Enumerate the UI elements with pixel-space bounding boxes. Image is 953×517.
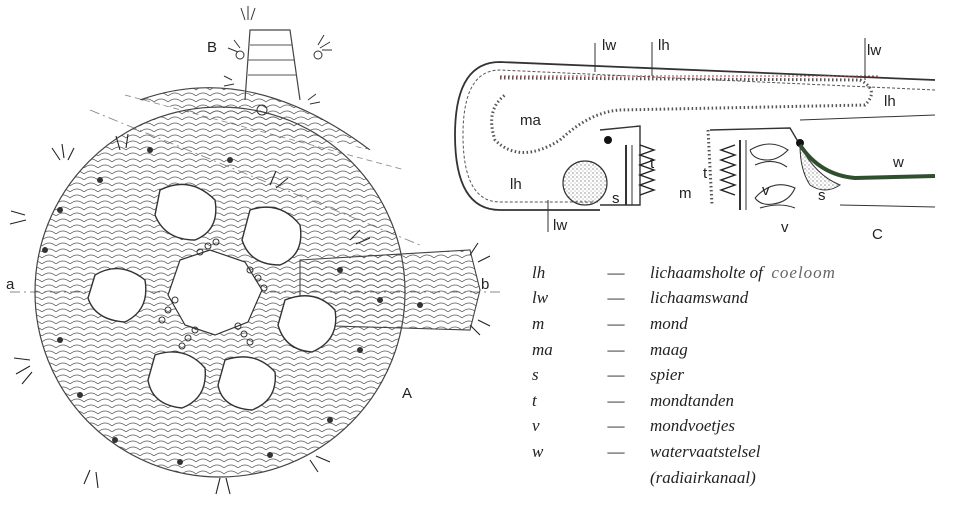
legend-desc: lichaamsholte of coeloom: [650, 263, 948, 283]
label-c: C: [872, 226, 883, 243]
legend-row-m: m — mond: [528, 311, 948, 337]
legend-continuation: (radiairkanaal): [528, 465, 948, 491]
legend-dash: —: [582, 391, 650, 411]
c-label-v-upper: v: [762, 182, 770, 199]
legend-dash: —: [582, 340, 650, 360]
c-label-w: w: [892, 154, 904, 171]
legend: lh — lichaamsholte of coeloom lw — licha…: [528, 260, 948, 490]
c-label-lh-right: lh: [884, 93, 896, 110]
legend-row-t: t — mondtanden: [528, 388, 948, 414]
legend-dash: —: [582, 442, 650, 462]
legend-desc: mondtanden: [650, 391, 948, 411]
legend-dash: —: [582, 416, 650, 436]
c-label-lh-left: lh: [510, 176, 522, 193]
legend-desc: watervaatstelsel: [650, 442, 948, 462]
legend-abbr: m: [528, 314, 582, 334]
legend-desc: maag: [650, 340, 948, 360]
legend-abbr: s: [528, 365, 582, 385]
legend-desc-text: lichaamsholte of: [650, 263, 763, 282]
legend-desc: mondvoetjes: [650, 416, 948, 436]
legend-abbr: lh: [528, 263, 582, 283]
legend-desc: lichaamswand: [650, 288, 948, 308]
legend-desc: mond: [650, 314, 948, 334]
drawing-c: [455, 38, 935, 232]
legend-abbr: t: [528, 391, 582, 411]
legend-abbr: ma: [528, 340, 582, 360]
legend-row-ma: ma — maag: [528, 337, 948, 363]
c-label-lw-bottom: lw: [553, 217, 567, 234]
c-label-s-left: s: [612, 190, 620, 207]
legend-dash: —: [582, 314, 650, 334]
legend-desc: spier: [650, 365, 948, 385]
legend-row-s: s — spier: [528, 362, 948, 388]
c-label-lw-top: lw: [602, 37, 616, 54]
legend-dash: —: [582, 365, 650, 385]
legend-row-lh: lh — lichaamsholte of coeloom: [528, 260, 948, 286]
legend-desc-extra: coeloom: [771, 263, 836, 282]
c-label-s-right: s: [818, 187, 826, 204]
legend-dash: —: [582, 263, 650, 283]
label-a: A: [402, 385, 412, 402]
c-label-m: m: [679, 185, 692, 202]
drawing-a: [10, 107, 500, 494]
label-axis-b: b: [481, 276, 489, 293]
c-labels: lw lh lw lh ma lh lw s t m t v v s w: [510, 37, 904, 236]
c-label-t-right: t: [703, 165, 708, 182]
c-label-lw-right: lw: [867, 42, 881, 59]
legend-abbr: v: [528, 416, 582, 436]
label-axis-a: a: [6, 276, 15, 293]
legend-row-v: v — mondvoetjes: [528, 414, 948, 440]
label-b: B: [207, 39, 217, 56]
legend-row-w: w — watervaatstelsel: [528, 439, 948, 465]
c-label-lh-top: lh: [658, 37, 670, 54]
legend-abbr: w: [528, 442, 582, 462]
legend-dash: —: [582, 288, 650, 308]
c-label-ma: ma: [520, 112, 541, 129]
legend-row-lw: lw — lichaamswand: [528, 286, 948, 312]
c-label-v-lower: v: [781, 219, 789, 236]
legend-abbr: lw: [528, 288, 582, 308]
